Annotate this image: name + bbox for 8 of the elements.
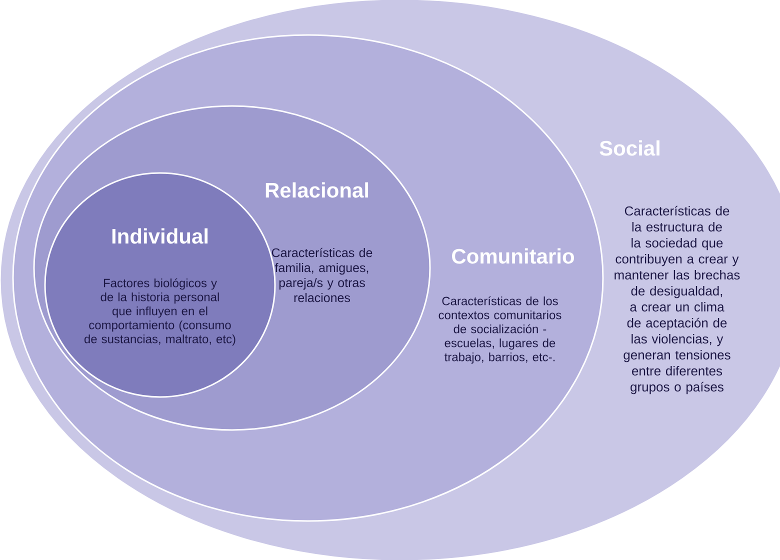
level-heading: Individual: [112, 228, 208, 244]
level-description: Factores biológicos y de la historia personal que influyen en el comportamiento (consumo de sustancias, maltrato, etc): [84, 278, 236, 346]
level-description: Características de la estructura de la sociedad que contribuyen a crear y mantener las brechas de desigualdad, a crear un clima de aceptación de las violencias, y generan tensiones entre diferentes grupos o países: [614, 206, 740, 394]
level-heading: Comunitario: [452, 248, 574, 264]
level-description: Características de los contextos comunitarios de socialización -escuelas, lugares de trabajo, barrios, etc-.: [438, 296, 562, 364]
level-description: Características de familia, amigues, pareja/s y otras relaciones: [272, 248, 372, 302]
level-heading: Social: [600, 140, 660, 156]
level-heading: Relacional: [266, 182, 368, 198]
